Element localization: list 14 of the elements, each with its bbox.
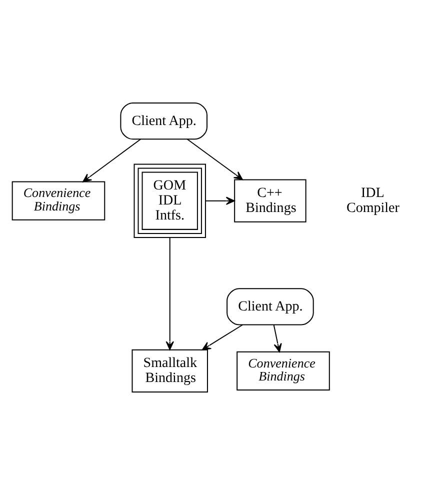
arrow	[82, 138, 142, 182]
arrow	[202, 324, 243, 350]
node-box: Smalltalk Bindings	[132, 349, 208, 392]
arrow	[166, 237, 174, 350]
node-box: Convenience Bindings	[12, 181, 106, 220]
node-box: Client App.	[226, 288, 314, 326]
node-box: Convenience Bindings	[236, 351, 330, 390]
node-box: Client App.	[120, 102, 208, 140]
label: IDL Compiler	[346, 185, 400, 216]
node-box: C++ Bindings	[234, 179, 306, 222]
arrow	[273, 324, 282, 352]
arrow	[206, 196, 235, 205]
node-box: GOM IDL Intfs.	[134, 164, 206, 238]
arrow	[186, 138, 243, 180]
